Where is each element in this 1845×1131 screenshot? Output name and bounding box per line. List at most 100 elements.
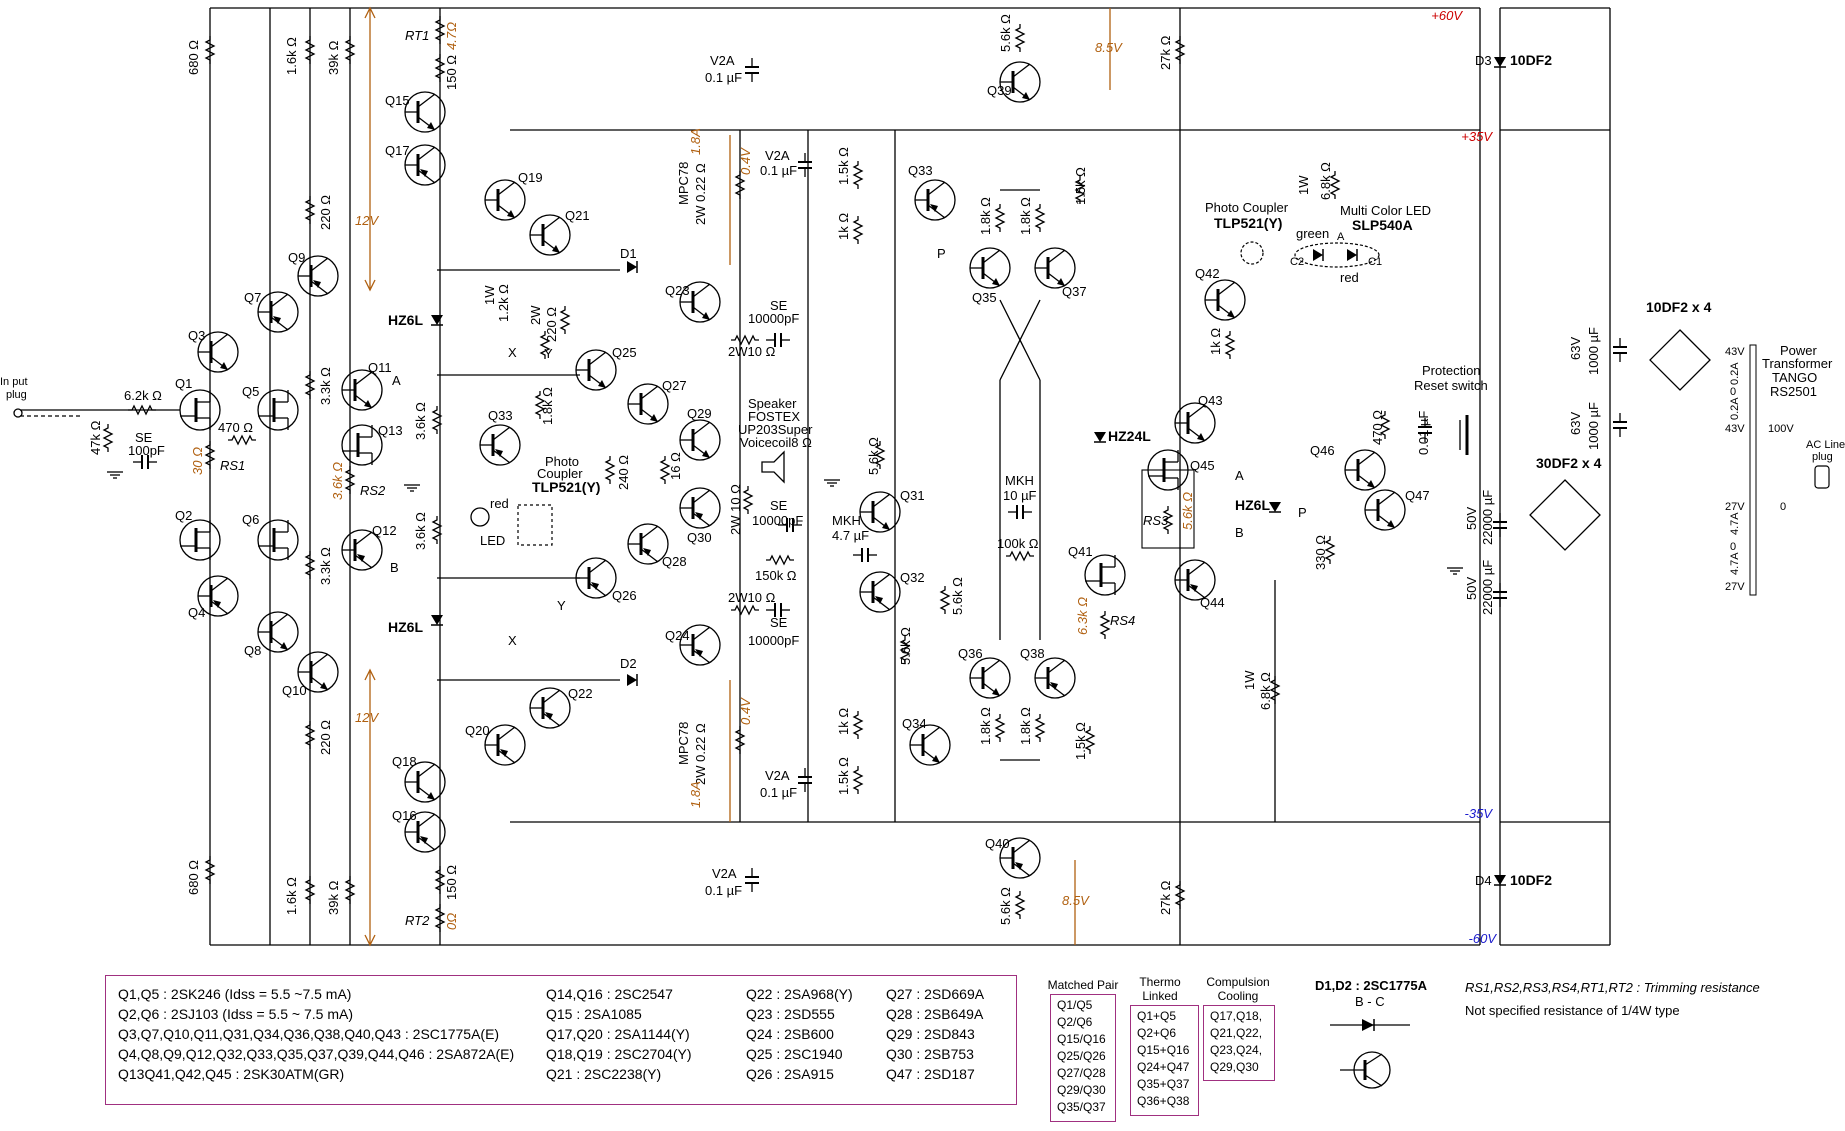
thermo-title-1: Thermo (1139, 975, 1181, 989)
diode-note-line2: B - C (1355, 994, 1385, 1009)
ac-plug-icon (1814, 465, 1830, 489)
r-330: 330 Ω (1313, 535, 1328, 570)
rail-pos35: +35V (1461, 129, 1493, 144)
r-470: 470 Ω (218, 420, 253, 435)
led-label: LED (480, 533, 505, 548)
q15-label: Q15 (385, 93, 410, 108)
p-label-top: P (937, 246, 946, 261)
r-5-6k-b: 5.6k Ω (898, 627, 913, 665)
hz6l-right: HZ6L (1235, 497, 1270, 513)
parts-col-3: Q22 : 2SA968(Y) Q23 : 2SD555 Q24 : 2SB60… (746, 984, 853, 1084)
power-rails: +60V +35V -35V -60V (209, 7, 1611, 946)
c-001: 0.01 µF (1416, 411, 1431, 455)
a18-top: 1.8A (688, 128, 703, 155)
mpc78-top: MPC78 (676, 162, 691, 205)
r-1-8k-d: 1.8k Ω (978, 707, 993, 745)
r-3-6k-orange: 3.6k Ω (330, 462, 345, 500)
q37-label: Q37 (1062, 284, 1087, 299)
c1-label: C1 (1368, 256, 1382, 268)
matched-pair-list: Q1/Q5 Q2/Q6 Q15/Q16 Q25/Q26 Q27/Q28 Q29/… (1050, 994, 1116, 1122)
q1-label: Q1 (175, 376, 192, 391)
q44-label: Q44 (1200, 595, 1225, 610)
d3-label: D3 (1475, 53, 1492, 68)
q29-label: Q29 (687, 406, 712, 421)
q31-label: Q31 (900, 488, 925, 503)
red-label: red (490, 496, 509, 511)
speaker-4: Voicecoil8 Ω (740, 435, 812, 450)
parts-row: Q47 : 2SD187 (886, 1066, 975, 1082)
c50-2: 50V (1464, 577, 1479, 600)
c2-label: C2 (1290, 256, 1304, 268)
rt1-val: 4.7Ω (444, 22, 459, 50)
led-icon (470, 507, 490, 527)
list-item: Q25/Q26 (1057, 1049, 1106, 1063)
speaker-1: Speaker (748, 396, 797, 411)
rt-column: RT1 4.7Ω 150 Ω 150 Ω RT2 0Ω (405, 8, 459, 945)
rt1: RT1 (405, 28, 429, 43)
r-3-3k-bot: 3.3k Ω (318, 547, 333, 585)
parts-row: Q18,Q19 : 2SC2704(Y) (546, 1046, 692, 1062)
list-item: Q24+Q47 (1137, 1060, 1190, 1074)
rail-pos60: +60V (1431, 8, 1463, 23)
bridge-1: 10DF2 x 4 (1646, 299, 1712, 315)
parts-list: Q1,Q5 : 2SK246 (Idss = 5.5 ~7.5 mA) Q2,Q… (105, 975, 1017, 1105)
pc2-2: TLP521(Y) (1214, 215, 1282, 231)
r-39k-bot: 39k Ω (326, 880, 341, 915)
speaker-3: UP203Super (738, 422, 813, 437)
r-5-6k-a: 5.6k Ω (866, 437, 881, 475)
list-item: Q21,Q22, (1210, 1026, 1263, 1040)
photo-coupler-icon (517, 504, 553, 546)
r-2w10-v: 2W 10 Ω (728, 484, 743, 535)
driver-transistors: Q15 Q17 Q18 Q16 Q19 Q20 Q21 Q22 Q23 Q24 … (385, 90, 722, 854)
r-6-3k: 6.3k Ω (1075, 597, 1090, 635)
parts-row: Q1,Q5 : 2SK246 (Idss = 5.5 ~7.5 mA) (118, 986, 352, 1002)
r-6-2k: 6.2k Ω (124, 388, 162, 403)
rs3: RS3 (1143, 513, 1169, 528)
r-5-6k-c: 5.6k Ω (950, 577, 965, 615)
c1000-1: 1000 µF (1586, 327, 1601, 375)
parts-row: Q15 : 2SA1085 (546, 1006, 642, 1022)
tap-27b: 27V (1725, 581, 1745, 593)
thermo-title-2: Linked (1142, 989, 1178, 1003)
r-1w-b: 1W (1296, 175, 1311, 195)
r-1k-c: 1k Ω (1208, 328, 1223, 355)
a-out: A (1235, 468, 1244, 483)
r-39k-top: 39k Ω (326, 40, 341, 75)
q5-label: Q5 (242, 384, 259, 399)
r-3-3k-top: 3.3k Ω (318, 367, 333, 405)
pc1-label1: Photo (545, 454, 579, 469)
b-out: B (1235, 525, 1244, 540)
parts-row: Q2,Q6 : 2SJ103 (Idss = 5.5 ~ 7.5 mA) (118, 1006, 354, 1022)
hz6l-top: HZ6L (388, 312, 423, 328)
y-top: Y (544, 346, 553, 361)
green-label: green (1296, 226, 1329, 241)
parts-row: Q3,Q7,Q10,Q11,Q31,Q34,Q36,Q38,Q40,Q43 : … (118, 1026, 500, 1042)
voltage-dimensions-12v: 12V 12V (355, 6, 379, 947)
b-in: B (390, 560, 399, 575)
se-2: SE (770, 498, 788, 513)
acline-1: AC Line (1806, 439, 1845, 451)
c-01-1: 0.1 µF (705, 70, 742, 85)
r-1-8k-c: 1.8k Ω (1018, 197, 1033, 235)
q8-label: Q8 (244, 643, 261, 658)
pt-2: Transformer (1762, 356, 1833, 371)
acline-2: plug (1812, 451, 1833, 463)
r-1-8k-b: 1.8k Ω (978, 197, 993, 235)
c-10000-3: 10000pF (748, 633, 799, 648)
d4-label: D4 (1475, 873, 1492, 888)
r-2w: 2W (528, 305, 543, 325)
input-plug-label: In put (0, 376, 28, 388)
c-10000-1: 10000pF (748, 311, 799, 326)
parts-col-4: Q27 : 2SD669A Q28 : 2SB649A Q29 : 2SD843… (886, 984, 984, 1084)
r-1w: 1W (482, 285, 497, 305)
r-1-5k-b: 1.5k Ω (836, 757, 851, 795)
mcled-2: SLP540A (1352, 217, 1413, 233)
a-in: A (392, 373, 401, 388)
q40-label: Q40 (985, 836, 1010, 851)
r-5-6k-or: 5.6k Ω (1180, 492, 1195, 530)
se-3: SE (770, 615, 788, 630)
q43-label: Q43 (1198, 393, 1223, 408)
parts-row: Q4,Q8,Q9,Q12,Q32,Q33,Q35,Q37,Q39,Q44,Q46… (118, 1046, 515, 1062)
c-47u: 4.7 µF (832, 528, 869, 543)
r-240: 240 Ω (616, 455, 631, 490)
